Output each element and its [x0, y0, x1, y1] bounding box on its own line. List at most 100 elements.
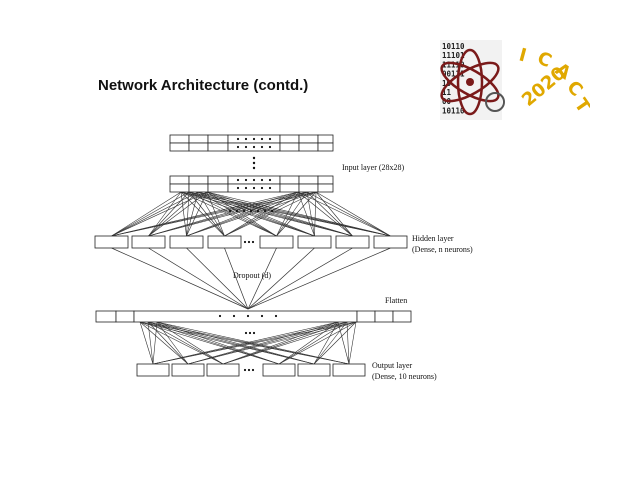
connection-line	[188, 191, 225, 237]
connection-line	[306, 191, 353, 237]
input-grid-cell-bottom	[207, 175, 229, 185]
input-grid-cell-top	[298, 134, 319, 144]
dropout-label: Dropout (d)	[233, 271, 271, 280]
input-ellipsis-dot	[252, 178, 256, 182]
input-ellipsis-dot	[268, 145, 272, 149]
connection-line	[315, 191, 353, 237]
input-grid-cell-top	[188, 134, 209, 144]
input-grid-cell-top	[188, 142, 209, 152]
hidden-ellipsis-dot	[247, 240, 251, 244]
ellipsis-dots	[218, 137, 278, 372]
connection-line	[148, 191, 299, 237]
input-ellipsis-dot	[236, 178, 240, 182]
connection-line	[152, 321, 357, 365]
connection-line	[278, 321, 357, 365]
slide-title: Network Architecture (contd.)	[98, 77, 309, 94]
connection-line	[313, 321, 348, 365]
hidden-layer-sublabel: (Dense, n neurons)	[412, 245, 473, 254]
connection-line	[148, 191, 308, 237]
output-ellipsis-dot	[243, 368, 247, 372]
input-ellipsis-dot	[268, 186, 272, 190]
connection-line	[156, 321, 315, 365]
hidden-layer-label: Hidden layer	[412, 234, 454, 243]
connection-line	[186, 191, 199, 237]
connection-line	[197, 191, 277, 237]
hidden-neuron	[297, 235, 332, 249]
connection-line	[180, 191, 315, 237]
connection-line	[111, 191, 308, 237]
dropout-arrow	[111, 247, 249, 310]
connection-line	[314, 191, 317, 237]
connection-line	[187, 321, 339, 365]
input-ellipsis-dot	[244, 186, 248, 190]
connection-line	[186, 191, 308, 237]
connection-line	[206, 191, 315, 237]
input-vertical-ellipsis-dot	[252, 161, 256, 165]
input-vertical-ellipsis-dot	[252, 166, 256, 170]
connection-line	[206, 191, 277, 237]
output-neuron	[171, 363, 205, 377]
connection-line	[222, 321, 339, 365]
output-neuron	[297, 363, 331, 377]
connection-line	[180, 191, 225, 237]
output-ellipsis-dot	[251, 368, 255, 372]
input-ellipsis-dot	[260, 137, 264, 141]
input-hidden-ellipsis-dot	[263, 209, 267, 213]
flatten-cell	[115, 310, 135, 323]
hidden-ellipsis-dot	[243, 240, 247, 244]
input-grid-cell-top	[207, 142, 229, 152]
input-grid-cell-top	[279, 134, 300, 144]
connection-line	[276, 191, 308, 237]
flatten-vertical-ellipsis-dot	[252, 331, 256, 335]
flatten-vertical-ellipsis-dot	[248, 331, 252, 335]
flatten-cell	[392, 310, 412, 323]
logo-binary-row: 10	[442, 79, 452, 88]
input-ellipsis-dot	[244, 145, 248, 149]
connection-line	[180, 191, 353, 237]
dropout-arrow	[224, 247, 249, 310]
connection-line	[315, 191, 391, 237]
connection-line	[147, 321, 224, 365]
connection-line	[156, 321, 350, 365]
connection-line	[139, 321, 189, 365]
input-grid-cell-bottom	[317, 175, 334, 185]
input-ellipsis-dot	[244, 137, 248, 141]
input-ellipsis-dot	[236, 145, 240, 149]
output-layer-label: Output layer	[372, 361, 413, 370]
connection-line	[139, 321, 154, 365]
input-grid-cell-bottom	[207, 183, 229, 193]
connection-line	[148, 191, 190, 237]
connection-line	[111, 191, 182, 237]
input-hidden-ellipsis-dot	[228, 209, 232, 213]
input-ellipsis-dot	[244, 178, 248, 182]
input-ellipsis-dot	[252, 186, 256, 190]
connection-line	[111, 191, 208, 237]
logo-binary-row: 10110	[442, 106, 465, 115]
input-ellipsis-dot	[260, 145, 264, 149]
dropout-arrow	[247, 247, 391, 310]
input-grid-cell-bottom	[279, 183, 300, 193]
flatten-cell	[95, 310, 117, 323]
connection-line	[156, 321, 280, 365]
input-grid-cell-bottom	[188, 183, 209, 193]
flatten-cell	[356, 310, 376, 323]
flatten-ellipsis-dot	[260, 314, 264, 318]
connection-line	[111, 191, 199, 237]
input-grid-cell-bottom	[298, 183, 319, 193]
connection-line	[297, 191, 353, 237]
input-ellipsis-dot	[252, 145, 256, 149]
input-ellipsis-dot	[268, 178, 272, 182]
input-grid-cell-bottom	[169, 175, 190, 185]
connection-line	[313, 321, 357, 365]
connection-line	[111, 191, 299, 237]
dropout-arrow	[247, 247, 353, 310]
hidden-neuron	[131, 235, 166, 249]
output-ellipsis-dot	[247, 368, 251, 372]
connection-line	[222, 321, 348, 365]
connection-line	[187, 321, 348, 365]
logo-binary-row: 11	[442, 88, 452, 97]
input-ellipsis-dot	[260, 178, 264, 182]
connection-line	[297, 191, 315, 237]
logo-binary-row: 11110	[442, 60, 465, 69]
